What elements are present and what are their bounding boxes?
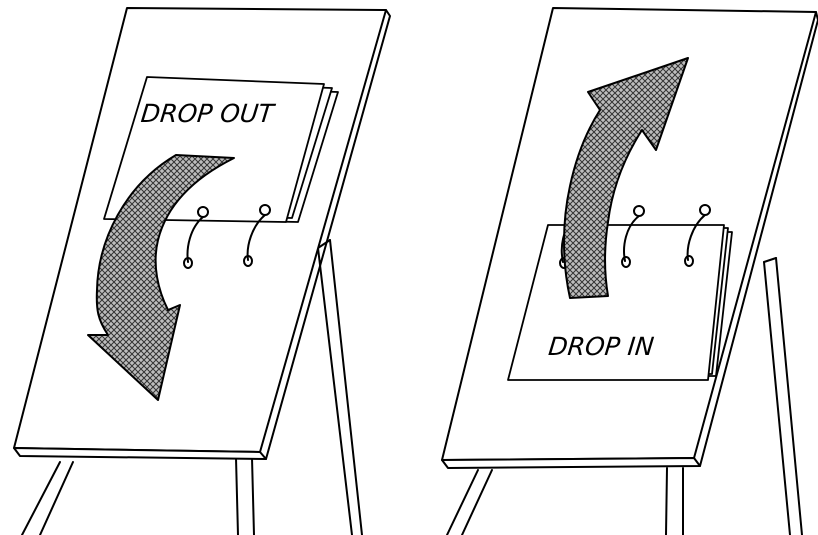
sign-label: DROP OUT bbox=[140, 99, 277, 128]
sign-label: DROP IN bbox=[547, 332, 656, 361]
left-board bbox=[14, 8, 390, 459]
left-panel: DROP OUT bbox=[14, 8, 390, 535]
right-panel: DROP IN bbox=[442, 8, 818, 535]
